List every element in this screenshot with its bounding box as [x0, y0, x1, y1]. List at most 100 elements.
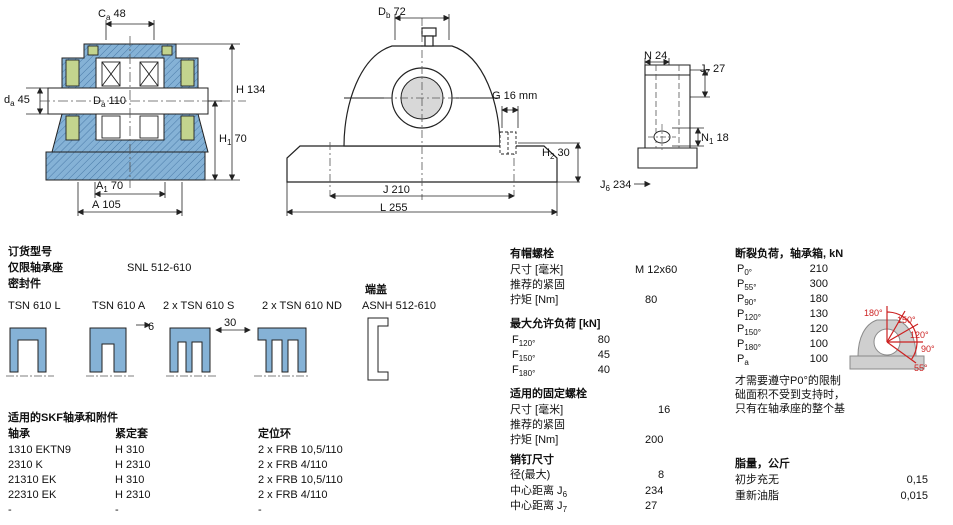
- pins-c2-label: 中心距离 J7: [510, 500, 568, 515]
- table-cell: H 2310: [115, 489, 151, 501]
- table-cell: 2 x FRB 10,5/110: [258, 444, 343, 456]
- load-angle-lines: [886, 306, 923, 364]
- pins-dia-label: 径(最大): [510, 469, 551, 481]
- grease-relube-label: 重新油脂: [735, 490, 779, 502]
- seals-label: 密封件: [8, 278, 41, 290]
- breaking-note-line3: 只有在轴承座的整个基: [735, 403, 845, 415]
- grease-fitting: [499, 131, 517, 155]
- load-direction-pictogram: [849, 306, 925, 370]
- side-profile: [637, 64, 698, 169]
- pins-c2-value: 27: [645, 500, 658, 512]
- table-cell: 2 x FRB 4/110: [258, 489, 328, 501]
- seal-icon-tsn-s: [169, 327, 211, 373]
- angle-150-label: 150°: [897, 315, 916, 325]
- side-view-drawing: [634, 58, 710, 188]
- cap-bolts-size-value: M 12x60: [635, 264, 678, 276]
- attach-bolts-torque-value: 200: [645, 434, 664, 446]
- dim-j6-label: J6 234: [600, 179, 632, 194]
- pins-dia-value: 8: [658, 469, 665, 481]
- max-load-title: 最大允许负荷 [kN]: [510, 318, 601, 330]
- breaking-p180-label: P180°: [737, 338, 761, 353]
- table-cell: H 2310: [115, 459, 151, 471]
- dim-j7-label: J7 27: [700, 63, 726, 78]
- table-cell: H 310: [115, 444, 145, 456]
- seal-type-tsn-nd: 2 x TSN 610 ND: [262, 300, 342, 312]
- shaft: [47, 87, 209, 115]
- load-f150-value: 45: [597, 349, 610, 361]
- seal-type-tsn-s: 2 x TSN 610 S: [163, 300, 235, 312]
- load-f150-label: F150°: [512, 349, 536, 364]
- dim-seal30-label: 30: [224, 317, 237, 329]
- cap-bolts-torque-value: 80: [645, 294, 658, 306]
- dim-a1-label: A1 70: [96, 180, 124, 195]
- breaking-p150-value: 120: [809, 323, 828, 335]
- seal-icon-tsn-nd: [257, 327, 307, 373]
- breaking-p120-value: 130: [809, 308, 828, 320]
- attach-bolts-size-label: 尺寸 [毫米]: [510, 404, 564, 416]
- breaking-p55-label: P55°: [737, 278, 757, 293]
- table-cell: 2310 K: [8, 459, 43, 471]
- hole-centerlines: [648, 124, 676, 150]
- housing-designation: SNL 512-610: [127, 262, 192, 274]
- dim-n-label: N 24: [644, 50, 668, 62]
- attach-bolts-torque-label: 拧矩 [Nm]: [510, 434, 559, 446]
- table-cell: -: [115, 504, 119, 516]
- breaking-pa-label: Pa: [737, 353, 749, 368]
- grease-initial-label: 初步充无: [735, 474, 779, 486]
- table-cell: 2 x FRB 4/110: [258, 459, 328, 471]
- attach-bolts-size-value: 16: [658, 404, 671, 416]
- housing-only-label: 仅限轴承座: [8, 262, 63, 274]
- angle-120-label: 120°: [910, 330, 929, 340]
- cap-bolts-size-label: 尺寸 [毫米]: [510, 264, 564, 276]
- dim-h-label: H 134: [236, 84, 266, 96]
- breaking-p180-value: 100: [809, 338, 828, 350]
- seal-dim-lines: [136, 321, 251, 334]
- col-header-ring: 定位环: [258, 428, 291, 440]
- end-cover-icon: [367, 317, 389, 381]
- seal-icons: [9, 327, 307, 373]
- bearings-table-title: 适用的SKF轴承和附件: [8, 412, 118, 424]
- breaking-pa-value: 100: [809, 353, 828, 365]
- grease-initial-value: 0,15: [906, 474, 928, 486]
- angle-55-label: 55°: [914, 363, 928, 373]
- load-f180-value: 40: [597, 364, 610, 376]
- table-cell: -: [258, 504, 262, 516]
- grease-title: 脂量，公斤: [735, 458, 790, 470]
- dim-Da-label: Da 110: [93, 95, 126, 110]
- grease-relube-value: 0,015: [900, 490, 928, 502]
- bearing-rollers: [101, 61, 159, 139]
- dim-seal6-label: 6: [148, 321, 155, 333]
- dim-ca-label: Ca 48: [98, 8, 126, 23]
- seal-rings-green: [65, 45, 195, 141]
- angle-180-label: 180°: [864, 308, 883, 318]
- dim-n1-label: N1 18: [701, 132, 729, 147]
- dim-h2-label: H2 30: [542, 147, 570, 162]
- breaking-p90-label: P90°: [737, 293, 757, 308]
- attach-bolts-rec-label: 推荐的紧固: [510, 419, 565, 431]
- seal-type-tsn-a: TSN 610 A: [92, 300, 146, 312]
- breaking-p0-value: 210: [809, 263, 828, 275]
- breaking-p90-value: 180: [809, 293, 828, 305]
- order-title: 订货型号: [8, 246, 52, 258]
- hidden-lines: [655, 65, 680, 148]
- dim-da-label: da 45: [4, 94, 30, 109]
- col-header-bearing: 轴承: [8, 428, 30, 440]
- end-cover-designation: ASNH 512-610: [362, 300, 436, 312]
- front-view-drawing: [286, 14, 582, 216]
- col-header-sleeve: 紧定套: [115, 428, 148, 440]
- attach-bolts-title: 适用的固定螺栓: [510, 388, 587, 400]
- dimension-lines: [634, 58, 710, 188]
- center-and-bolt-lines: [329, 18, 515, 200]
- dim-j-label: J 210: [383, 184, 410, 196]
- breaking-p55-value: 300: [809, 278, 828, 290]
- cap-bolts-torque-label: 拧矩 [Nm]: [510, 294, 559, 306]
- breaking-p0-label: P0°: [737, 263, 752, 278]
- breaking-p150-label: P150°: [737, 323, 761, 338]
- table-cell: 21310 EK: [8, 474, 57, 486]
- breaking-note-line2: 础面积不受到支持时，: [735, 389, 845, 401]
- dim-a-label: A 105: [92, 199, 121, 211]
- seal-type-tsn-l: TSN 610 L: [8, 300, 61, 312]
- end-cover-label: 端盖: [365, 284, 387, 296]
- load-f120-value: 80: [597, 334, 610, 346]
- dimension-lines: [286, 14, 582, 216]
